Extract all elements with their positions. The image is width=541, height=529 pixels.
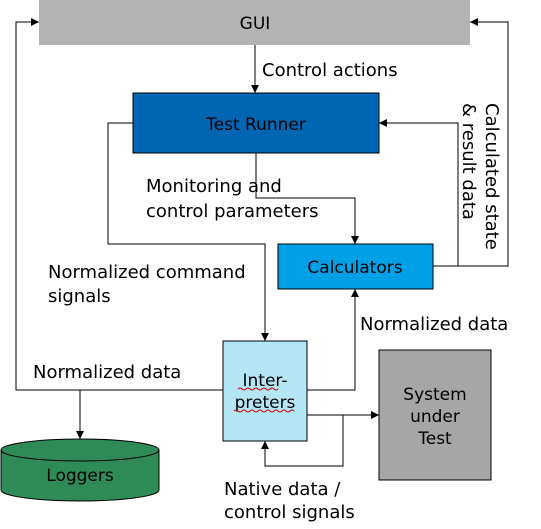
- label-normalized-command-line1: Normalized command: [48, 262, 246, 283]
- label-calculated-line2: & result data: [458, 103, 479, 220]
- test-runner-node: Test Runner: [132, 92, 380, 154]
- gui-node: GUI: [39, 0, 470, 45]
- label-normalized-command-line2: signals: [48, 286, 111, 307]
- gui-label: GUI: [240, 14, 271, 34]
- arrow-test-runner-to-calculators: [255, 153, 359, 244]
- label-normalized-data-loggers: Normalized data: [33, 362, 181, 383]
- system-under-test-node: System under Test: [378, 349, 492, 481]
- label-calculated-line1: Calculated state: [481, 103, 502, 250]
- arrow-interpreters-to-calculators: [307, 289, 359, 391]
- label-normalized-data-calculators: Normalized data: [360, 314, 508, 335]
- sut-label-line1: System: [403, 385, 466, 405]
- interpreters-label-line1: Inter-: [243, 371, 288, 391]
- sut-label-line3: Test: [417, 429, 452, 449]
- interpreters-label-line2: preters: [235, 393, 296, 413]
- arrow-calculators-to-gui: [433, 18, 509, 267]
- spellcheck-underline-1: [237, 387, 279, 391]
- label-native-line1: Native data /: [224, 479, 341, 500]
- label-monitoring-line1: Monitoring and: [146, 176, 282, 197]
- interpreters-node: Inter- preters: [222, 340, 308, 442]
- label-control-actions: Control actions: [262, 60, 398, 81]
- calculators-node: Calculators: [277, 243, 434, 290]
- calculators-label: Calculators: [307, 258, 402, 278]
- arrow-test-runner-to-interpreters: [107, 122, 269, 341]
- sut-label-line2: under: [410, 407, 460, 427]
- spellcheck-underline-2: [233, 409, 295, 413]
- label-monitoring-line2: control parameters: [146, 201, 319, 222]
- label-native-line2: control signals: [224, 502, 355, 523]
- loggers-node: Loggers: [0, 438, 160, 502]
- test-runner-label: Test Runner: [205, 115, 306, 135]
- loggers-label: Loggers: [46, 466, 114, 486]
- arrow-interpreters-to-gui: [15, 18, 223, 391]
- arrow-sut-to-interpreters: [261, 414, 379, 467]
